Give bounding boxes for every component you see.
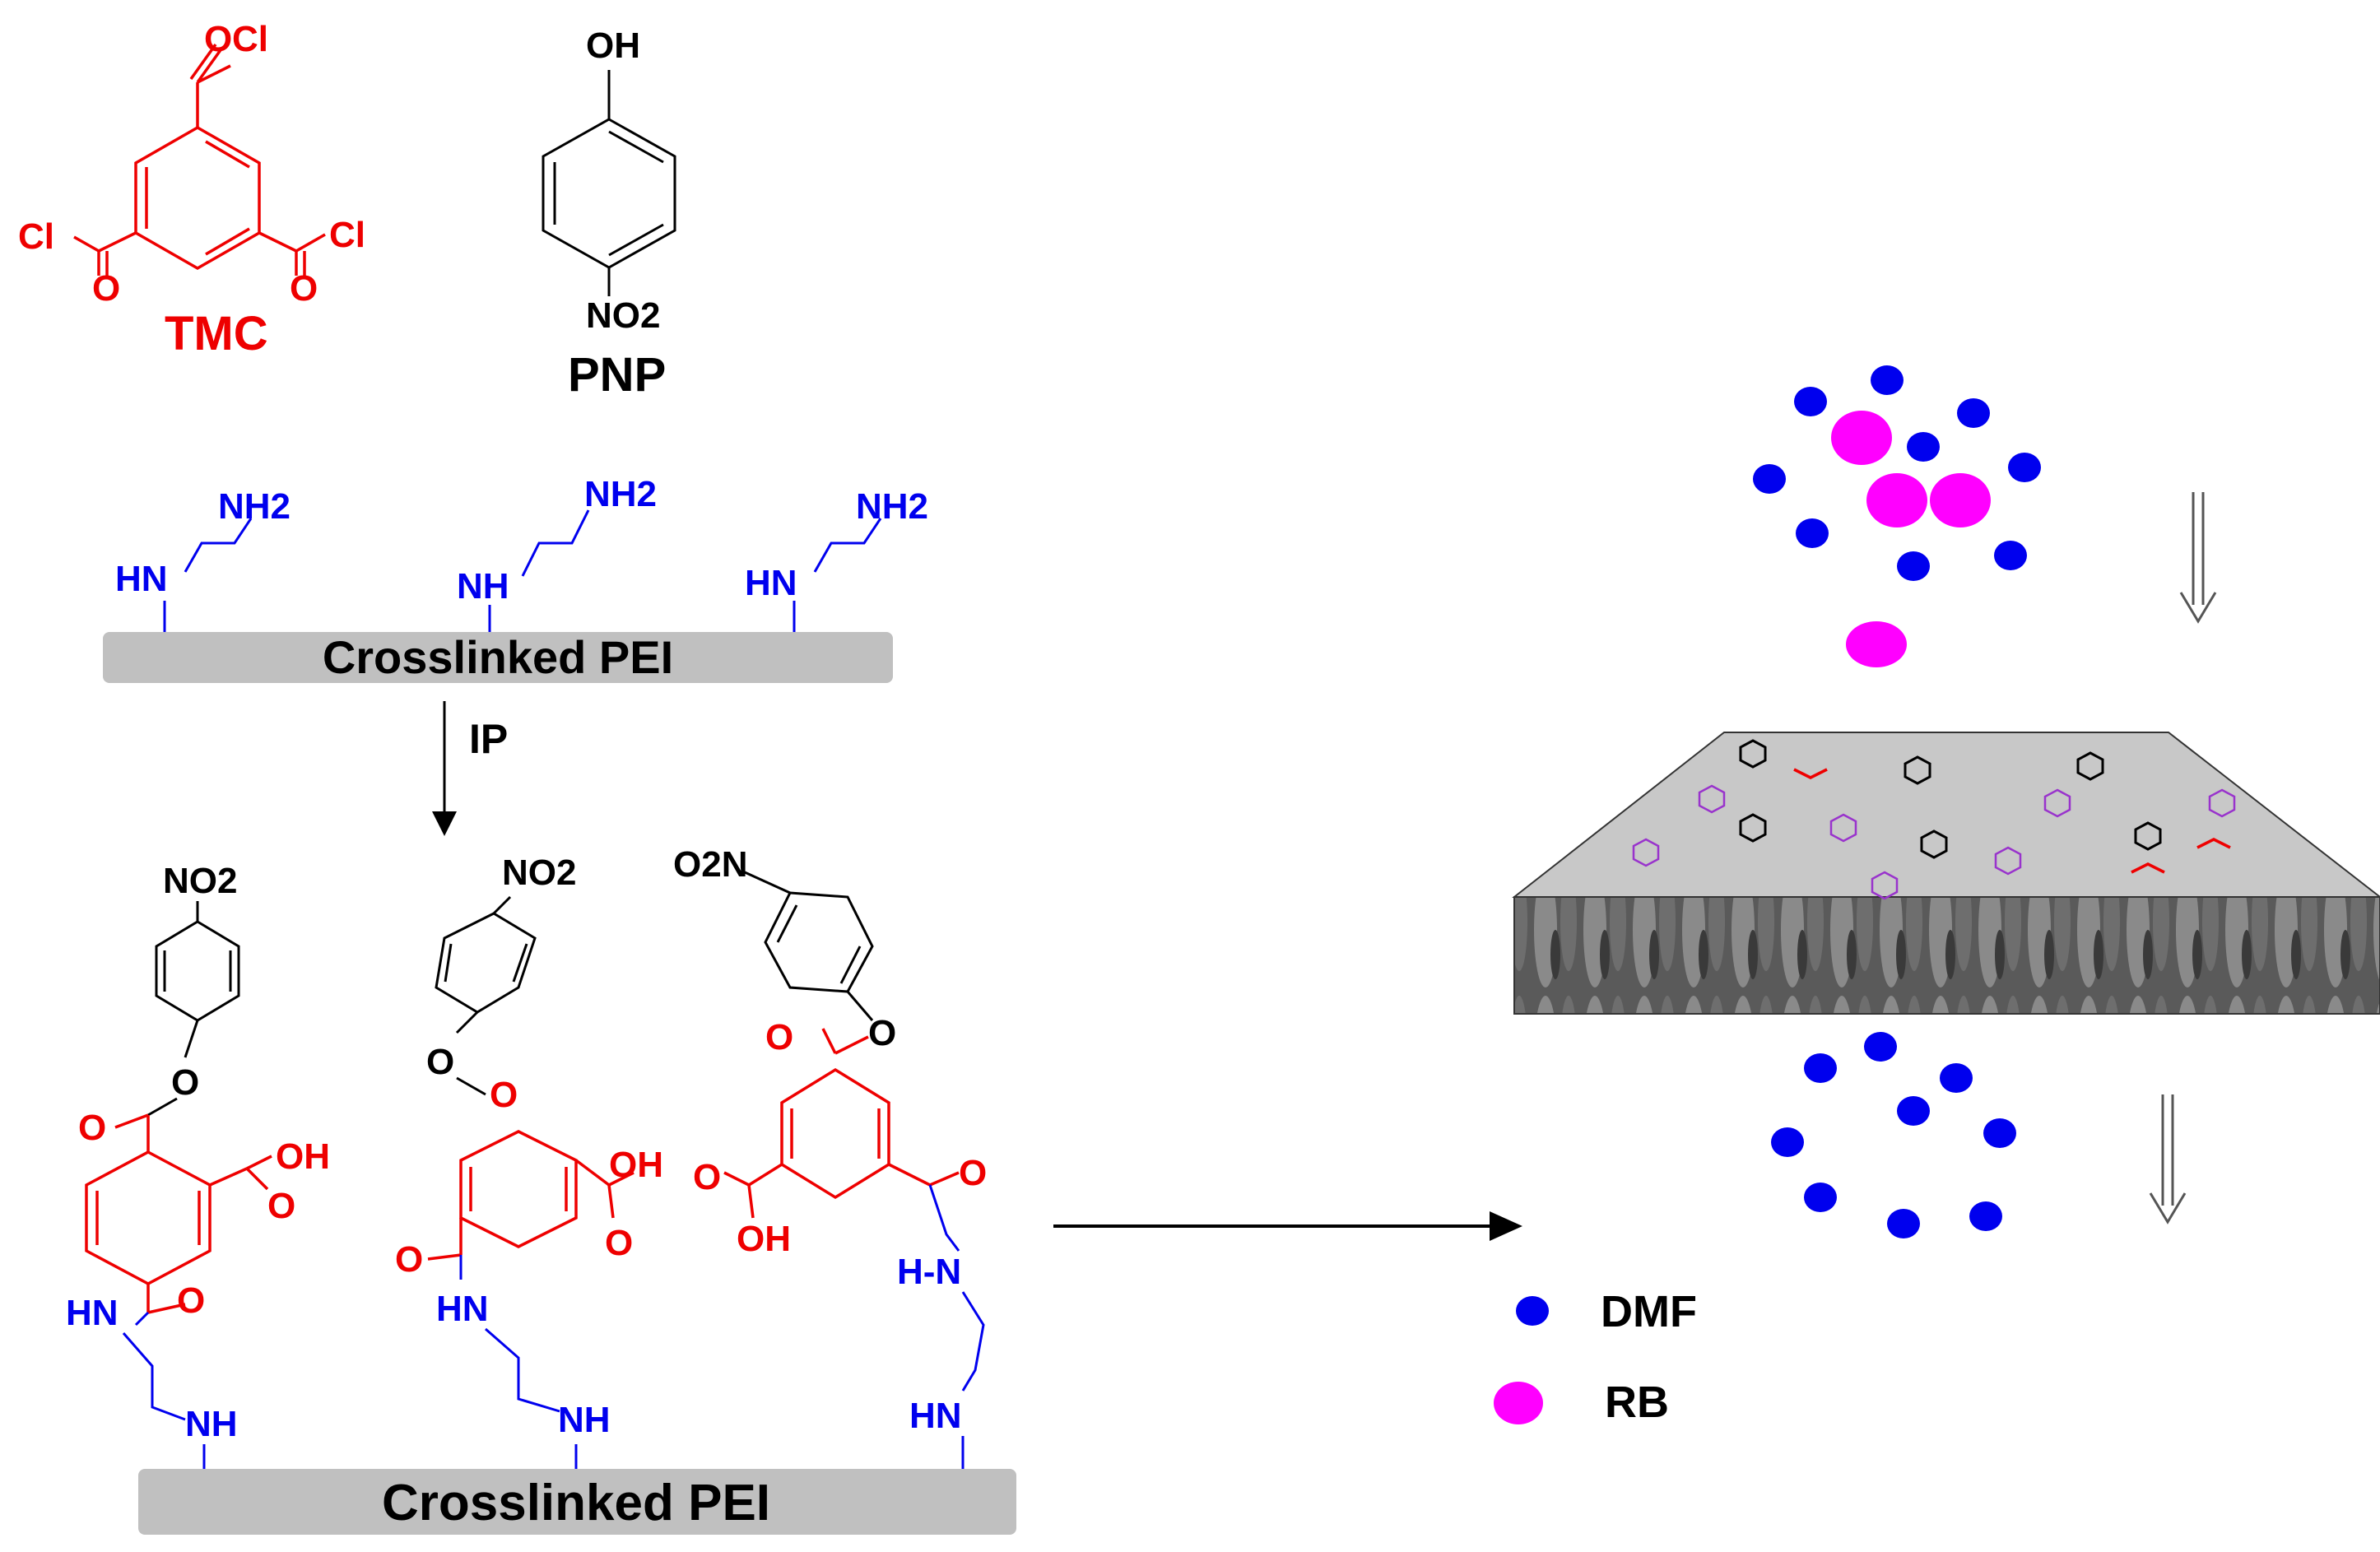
amine-label: NH2 — [584, 474, 657, 514]
membrane-icon — [1512, 732, 2380, 1015]
carbonyl-o-label: O — [267, 1186, 295, 1226]
amine-label: HN — [745, 563, 797, 603]
pnp-nitro-label: NO2 — [586, 295, 660, 336]
dmf-molecules-permeate — [1771, 1032, 2016, 1238]
amine-label: NH — [457, 566, 509, 606]
feed-particles — [1753, 365, 2041, 667]
pnp-label: PNP — [568, 348, 666, 402]
tmc-label: TMC — [165, 307, 268, 360]
amine-label: HN — [909, 1396, 962, 1436]
bottom-pei-label: Crosslinked PEI — [382, 1475, 770, 1531]
tmc-cl-label: Cl — [18, 216, 54, 257]
ip-label: IP — [469, 716, 508, 762]
tmc-cl-label: Cl — [232, 19, 268, 59]
bottom-pei-support: Crosslinked PEI — [138, 1469, 1016, 1535]
pnp-molecule: OH NO2 PNP — [542, 26, 676, 402]
surface-structures — [1632, 739, 2236, 900]
ip-reaction-arrow: IP — [432, 701, 508, 836]
carbonyl-o-label: O — [177, 1280, 205, 1321]
legend-rb-label: RB — [1605, 1378, 1669, 1427]
membrane-top-surface — [1512, 732, 2380, 898]
carbonyl-o-label: O — [765, 1017, 793, 1057]
nitro-label: NO2 — [502, 853, 576, 893]
carboxyl-label: OH — [737, 1219, 791, 1259]
legend-dmf-label: DMF — [1601, 1287, 1697, 1336]
nitro-label: O2N — [673, 844, 747, 885]
amine-label: NH — [558, 1400, 611, 1440]
amide-label: HN — [436, 1289, 489, 1329]
carbonyl-o-label: O — [693, 1157, 721, 1197]
ester-oxygen-label: O — [868, 1013, 896, 1053]
amine-label: NH — [185, 1404, 238, 1444]
product-structure-2: NO2 O O OH O O HN NH — [395, 853, 663, 1473]
ester-oxygen-label: O — [171, 1062, 199, 1103]
tmc-carbonyl-o-label: O — [290, 268, 318, 309]
carboxyl-label: OH — [609, 1145, 663, 1185]
pnp-hydroxyl-label: OH — [586, 26, 640, 66]
right-arrow-head — [1490, 1211, 1522, 1241]
double-down-arrow-icon — [2149, 1094, 2187, 1224]
legend: DMF RB — [1494, 1287, 1697, 1427]
top-pei-support: Crosslinked PEI HN NH2 NH NH2 HN NH2 — [103, 474, 928, 683]
amine-label: NH2 — [856, 486, 928, 527]
carbonyl-o-label: O — [395, 1239, 423, 1280]
amine-label: HN — [115, 559, 168, 599]
ester-oxygen-label: O — [426, 1042, 454, 1082]
double-down-arrow-icon — [2179, 492, 2217, 624]
tmc-carbonyl-o-label: O — [204, 19, 232, 59]
amine-label: NH2 — [218, 486, 291, 527]
carboxyl-label: OH — [276, 1136, 330, 1177]
bottom-pei-bar — [138, 1469, 1016, 1535]
top-pei-bar — [103, 632, 893, 683]
carbonyl-o-label: O — [78, 1108, 106, 1148]
membrane-cross-section — [1513, 896, 2380, 1015]
amide-label: H-N — [897, 1252, 961, 1292]
product-structure-1: NO2 O O OH O O HN NH — [66, 861, 330, 1473]
amide-label: HN — [66, 1293, 119, 1333]
legend-dmf-swatch — [1516, 1296, 1549, 1326]
carbonyl-o-label: O — [959, 1153, 987, 1193]
dmf-molecules-feed — [1753, 365, 2041, 581]
tmc-carbonyl-o-label: O — [92, 268, 120, 309]
ring-oxygen-label: O — [490, 1075, 518, 1115]
nitro-label: NO2 — [163, 861, 237, 901]
product-structure-3: O2N O O O OH O H-N HN — [673, 844, 987, 1473]
carbonyl-o-label: O — [605, 1223, 633, 1263]
tmc-cl-label: Cl — [329, 215, 365, 255]
top-pei-label: Crosslinked PEI — [323, 631, 673, 683]
legend-rb-swatch — [1494, 1382, 1543, 1424]
rb-molecules-feed — [1831, 411, 1991, 667]
tmc-molecule: O Cl Cl O Cl O TMC — [18, 19, 365, 360]
